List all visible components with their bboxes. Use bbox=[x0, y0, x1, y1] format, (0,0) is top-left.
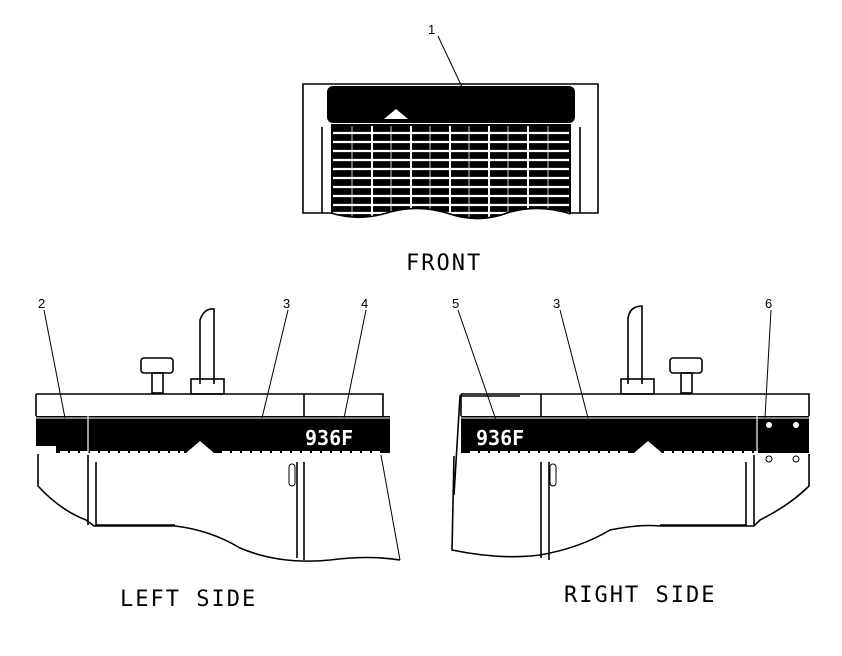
callout-3-right: 3 bbox=[553, 296, 560, 311]
callout-3-right-leader bbox=[559, 309, 589, 419]
right-exhaust-stack bbox=[627, 305, 643, 384]
callout-6-leader bbox=[764, 309, 772, 419]
callout-3-leader bbox=[261, 309, 289, 419]
callout-1-leader bbox=[437, 35, 463, 88]
right-view-label: RIGHT SIDE bbox=[564, 583, 716, 608]
front-arrow-icon bbox=[384, 109, 408, 119]
callout-5-leader bbox=[457, 309, 497, 421]
left-lower-body bbox=[37, 454, 401, 562]
front-view-label: FRONT bbox=[406, 251, 482, 276]
right-hood-outline bbox=[460, 393, 810, 416]
air-cleaner-cap bbox=[140, 357, 174, 374]
callout-6: 6 bbox=[765, 296, 772, 311]
bolt-icon bbox=[793, 422, 799, 428]
callout-2-leader bbox=[43, 309, 66, 419]
right-decal-band bbox=[461, 416, 809, 453]
left-side-view: 936F 2 3 4 LEFT SIDE bbox=[35, 296, 401, 612]
callout-3-left: 3 bbox=[283, 296, 290, 311]
radiator-grille bbox=[330, 124, 572, 228]
exhaust-stack bbox=[199, 308, 215, 384]
right-arrow-icon bbox=[634, 441, 662, 453]
left-hood-outline bbox=[35, 393, 384, 416]
callout-2: 2 bbox=[38, 296, 45, 311]
front-view: 1 FRONT bbox=[302, 22, 599, 276]
left-model-label: 936F bbox=[305, 426, 353, 450]
right-lower-body bbox=[451, 454, 810, 558]
handrail bbox=[453, 395, 520, 496]
left-door-handle bbox=[288, 463, 296, 487]
callout-4-leader bbox=[343, 309, 367, 419]
front-decal-band bbox=[327, 86, 575, 123]
right-door-handle bbox=[549, 463, 557, 487]
right-side-view: 936F 5 3 6 RIGHT SIDE bbox=[451, 296, 810, 608]
front-outline bbox=[302, 83, 599, 214]
right-air-cleaner-cap bbox=[669, 357, 703, 374]
callout-1: 1 bbox=[428, 22, 435, 37]
left-arrow-icon bbox=[186, 441, 214, 453]
left-view-label: LEFT SIDE bbox=[120, 587, 257, 612]
front-frame-sides bbox=[321, 127, 581, 213]
bolt-icon bbox=[766, 422, 772, 428]
right-model-label: 936F bbox=[476, 426, 524, 450]
left-decal-band bbox=[36, 416, 390, 453]
callout-4: 4 bbox=[361, 296, 368, 311]
callout-5: 5 bbox=[452, 296, 459, 311]
